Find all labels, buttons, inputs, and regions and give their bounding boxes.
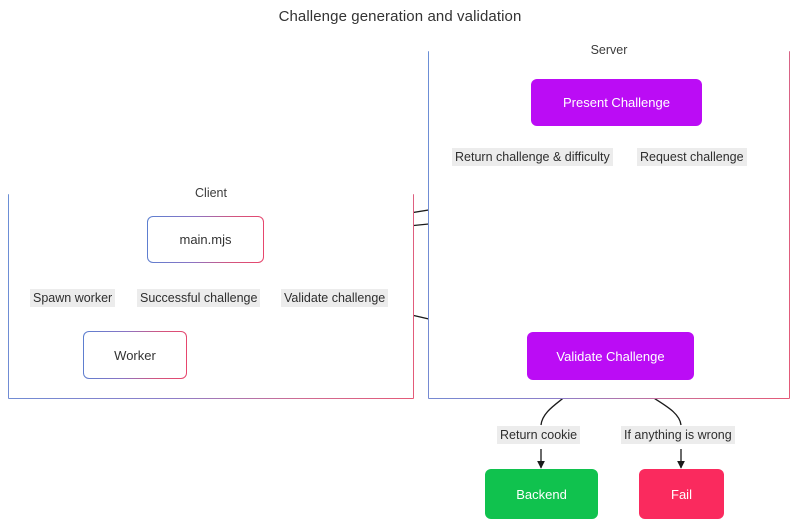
node-present-challenge[interactable]: Present Challenge [531, 79, 702, 126]
edge-label-successful-challenge: Successful challenge [137, 289, 261, 307]
group-server-label: Server [429, 43, 789, 57]
node-fail[interactable]: Fail [639, 469, 724, 519]
edge-label-return-challenge-difficulty: Return challenge & difficulty [452, 148, 613, 166]
node-worker[interactable]: Worker [83, 331, 187, 379]
edge-label-request-challenge: Request challenge [637, 148, 747, 166]
node-backend[interactable]: Backend [485, 469, 598, 519]
node-main-mjs[interactable]: main.mjs [147, 216, 264, 263]
edge-label-spawn-worker: Spawn worker [30, 289, 116, 307]
page-title: Challenge generation and validation [278, 8, 522, 25]
edge-label-if-anything-is-wrong: If anything is wrong [621, 426, 735, 444]
edge-label-return-cookie: Return cookie [497, 426, 581, 444]
group-client-label: Client [9, 186, 413, 200]
edge-label-validate-challenge: Validate challenge [281, 289, 389, 307]
node-validate-challenge[interactable]: Validate Challenge [527, 332, 694, 380]
